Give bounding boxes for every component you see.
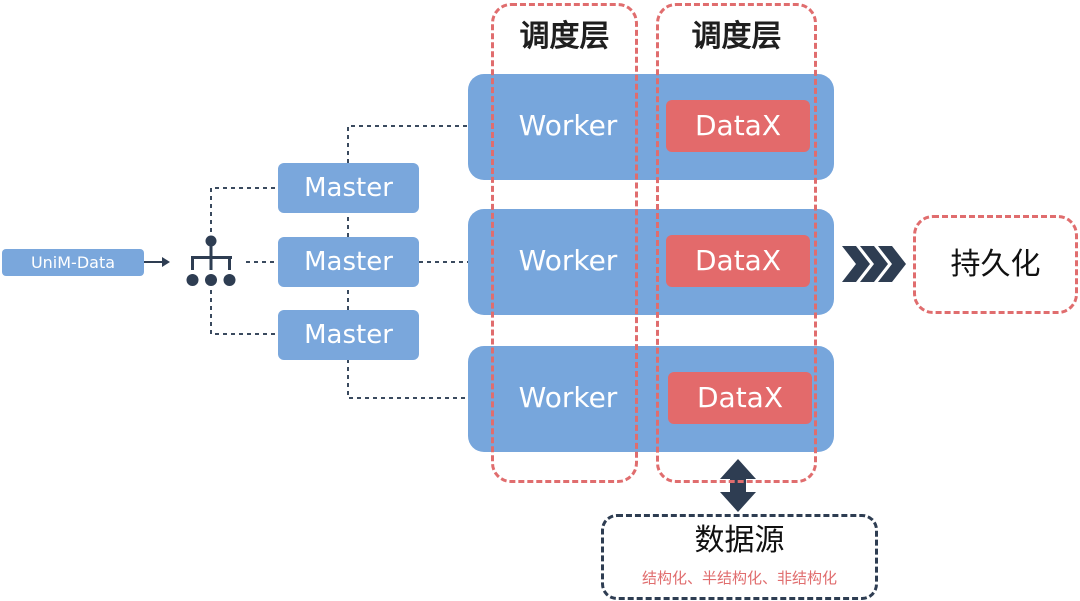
input-arrow [144,257,170,267]
datax-node: DataX [666,235,810,287]
master-node: Master [278,237,419,287]
dashed-connectors [210,125,468,399]
unim-data-input: UniM-Data [2,249,144,276]
scheduler-column-frame [656,3,817,483]
hierarchy-icon [186,235,236,286]
column-title: 调度层 [691,19,782,54]
worker-label: Worker [518,109,618,142]
master-node: Master [278,163,419,213]
worker-label: Worker [518,244,618,277]
datasource-subtitle: 结构化、半结构化、非结构化 [641,569,837,587]
bidirectional-arrow-icon [720,459,756,512]
datasource-title: 数据源 [694,523,785,558]
worker-label: Worker [518,381,618,414]
scheduler-column-frame [491,3,638,483]
persistence-box: 持久化 [913,215,1078,314]
master-node: Master [278,310,419,360]
chevron-right-icon [842,246,906,282]
column-title: 调度层 [519,19,610,54]
datax-node: DataX [666,100,810,152]
datax-node: DataX [668,372,812,424]
datasource-box: 数据源 结构化、半结构化、非结构化 [601,514,878,600]
